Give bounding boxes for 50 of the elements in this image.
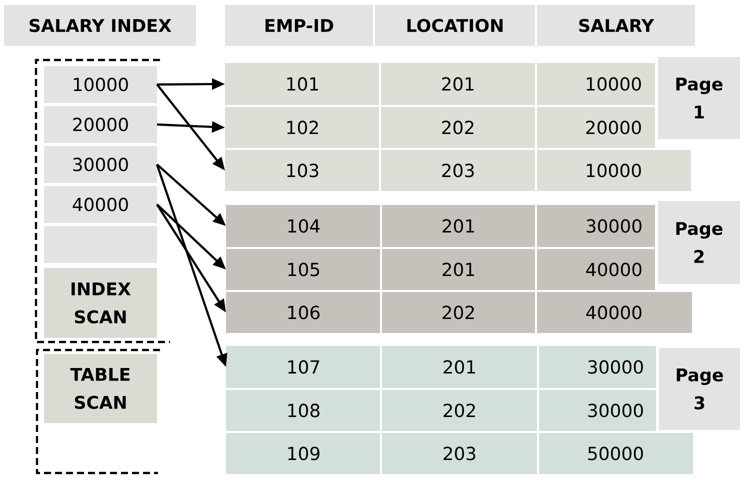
location-code: 202	[442, 306, 474, 320]
location-code: 201	[442, 262, 474, 276]
salary-value: 50000	[588, 446, 643, 460]
location-code: 201	[444, 360, 476, 374]
employee-id: 108	[288, 404, 320, 418]
location-code: 201	[442, 219, 474, 233]
index-entry: 30000	[44, 146, 157, 183]
table-row	[225, 63, 655, 105]
location-code: 202	[444, 404, 475, 418]
location-code: 203	[442, 164, 474, 178]
employee-id: 101	[287, 77, 318, 91]
index-entry: 40000	[44, 186, 157, 223]
employee-id: 105	[288, 262, 320, 276]
salary-value: 30000	[588, 404, 643, 418]
page-label: Page 2	[656, 198, 742, 286]
employee-id: 104	[288, 219, 320, 233]
page-label: Page 1	[656, 55, 742, 141]
location-code: 201	[442, 77, 474, 91]
employee-id: 102	[287, 120, 318, 134]
location-code: 203	[444, 446, 476, 460]
column-header: SALARY	[537, 5, 695, 46]
salary-value: 30000	[586, 219, 642, 233]
column-header: SALARY INDEX	[4, 5, 196, 46]
table-row	[226, 346, 656, 388]
index-entry: 10000	[44, 66, 157, 103]
table-row	[226, 390, 656, 431]
table-row	[225, 150, 691, 191]
column-header: EMP-ID	[225, 5, 373, 46]
employee-id: 107	[288, 360, 320, 374]
salary-value: 10000	[586, 77, 641, 91]
scan-box: TABLE SCAN	[44, 354, 157, 423]
index-entry: 20000	[44, 106, 157, 143]
salary-value: 40000	[586, 306, 642, 320]
employee-id: 106	[288, 306, 320, 320]
salary-value: 20000	[586, 120, 641, 134]
salary-value: 10000	[586, 164, 641, 178]
empty-index-entry	[44, 226, 157, 263]
salary-value: 40000	[586, 262, 642, 276]
salary-value: 30000	[588, 360, 643, 374]
page-label: Page 3	[657, 346, 742, 432]
table-row	[226, 432, 693, 474]
employee-id: 109	[288, 446, 320, 460]
employee-id: 103	[287, 164, 318, 178]
table-row	[226, 204, 655, 247]
table-row	[226, 248, 655, 290]
column-header: LOCATION	[375, 5, 535, 46]
location-code: 202	[442, 120, 474, 134]
table-row	[225, 106, 655, 148]
scan-box: INDEX SCAN	[44, 268, 157, 338]
table-row	[226, 292, 692, 333]
